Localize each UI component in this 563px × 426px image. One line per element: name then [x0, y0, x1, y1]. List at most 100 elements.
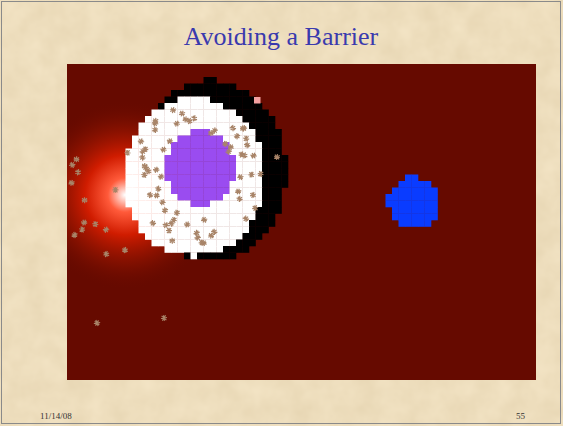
patch-cell	[405, 188, 412, 195]
patch-cell	[184, 233, 191, 240]
patch-cell	[197, 175, 204, 182]
patch-cell	[139, 129, 146, 136]
patch-cell	[275, 201, 282, 208]
patch-cell	[171, 97, 178, 104]
ant	[173, 120, 181, 128]
patch-cell	[217, 175, 224, 182]
patch-cell	[132, 207, 139, 214]
patch-cell	[204, 162, 211, 169]
patch-cell	[184, 142, 191, 149]
patch-cell	[165, 246, 172, 253]
patch-cell	[392, 194, 399, 201]
ant	[178, 110, 185, 118]
patch-cell	[191, 168, 198, 175]
patch-cell	[399, 201, 406, 208]
ant	[194, 234, 202, 242]
patch-cell	[145, 136, 152, 143]
patch-cell	[256, 149, 263, 156]
patch-cell	[269, 220, 276, 227]
patch-cell	[262, 123, 269, 130]
patch-cell	[152, 233, 159, 240]
patch-cell	[412, 207, 419, 214]
ant	[121, 246, 129, 254]
patch-cell	[230, 116, 237, 123]
patch-cell	[178, 194, 185, 201]
patch-cell	[171, 90, 178, 97]
patch-cell	[210, 142, 217, 149]
patch-cell	[158, 123, 165, 130]
patch-cell	[158, 162, 165, 169]
ant	[241, 152, 249, 159]
patch-cell	[178, 129, 185, 136]
patch-cell	[210, 194, 217, 201]
patch-cell	[132, 175, 139, 182]
patch-cell	[217, 162, 224, 169]
patch-cell	[269, 188, 276, 195]
patch-cell	[197, 97, 204, 104]
patch-cell	[236, 181, 243, 188]
patch-cell	[191, 142, 198, 149]
ant	[146, 191, 154, 199]
ant	[170, 216, 177, 223]
ant	[166, 138, 173, 145]
ant	[242, 215, 250, 223]
patch-cell	[249, 181, 256, 188]
patch-cell	[165, 201, 172, 208]
patch-cell	[184, 194, 191, 201]
patch-cell	[249, 136, 256, 143]
ant	[74, 168, 82, 176]
patch-cell	[230, 246, 237, 253]
patch-cell	[171, 116, 178, 123]
patch-cell	[418, 220, 425, 227]
patch-cell	[178, 233, 185, 240]
patch-cell	[171, 155, 178, 162]
patch-cell	[152, 175, 159, 182]
patch-cell	[191, 149, 198, 156]
patch-cell	[425, 220, 432, 227]
patch-cell	[230, 168, 237, 175]
patch-cell	[399, 188, 406, 195]
patch-cell	[262, 220, 269, 227]
ant	[80, 219, 88, 227]
patch-cell	[145, 227, 152, 234]
patch-cell	[178, 214, 185, 221]
patch-cell	[223, 240, 230, 247]
patch-cell	[184, 188, 191, 195]
patch-cell	[249, 103, 256, 110]
patch-cell	[184, 246, 191, 253]
patch-cell	[152, 240, 159, 247]
patch-cell	[191, 162, 198, 169]
patch-cell	[152, 110, 159, 117]
patch-cell	[399, 194, 406, 201]
ant	[137, 137, 145, 145]
patch-cell	[171, 149, 178, 156]
patch-cell	[431, 207, 438, 214]
patch-cell	[275, 136, 282, 143]
patch-cell	[197, 136, 204, 143]
patch-cell	[145, 116, 152, 123]
patch-cell	[165, 110, 172, 117]
patch-cell	[139, 227, 146, 234]
patch-cell	[184, 155, 191, 162]
patch-cell	[184, 90, 191, 97]
patch-cell	[178, 97, 185, 104]
patch-cell	[262, 136, 269, 143]
patch-cell	[431, 188, 438, 195]
patch-cell	[191, 214, 198, 221]
ant	[250, 152, 258, 160]
ant	[183, 221, 191, 229]
ant	[248, 171, 255, 177]
patch-cell	[282, 168, 289, 175]
patch-cell	[132, 149, 139, 156]
patch-cell	[197, 90, 204, 97]
patch-cell	[236, 110, 243, 117]
patch-cell	[243, 110, 250, 117]
patch-cell	[243, 188, 250, 195]
patch-cell	[262, 149, 269, 156]
patch-cell	[412, 201, 419, 208]
patch-cell	[210, 116, 217, 123]
ant	[68, 179, 75, 186]
patch-cell	[126, 168, 133, 175]
ant	[71, 231, 79, 239]
